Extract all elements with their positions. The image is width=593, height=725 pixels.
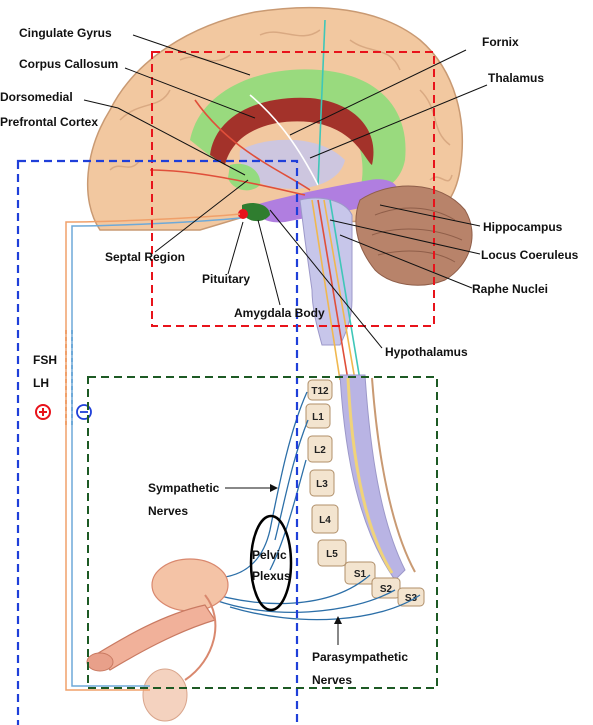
vertebra-label-s2: S2 bbox=[380, 584, 393, 595]
vertebra-l1 bbox=[305, 403, 331, 429]
label-cingulate-gyrus: Cingulate Gyrus bbox=[19, 26, 112, 40]
hormone-up-arrows bbox=[65, 330, 73, 425]
label-septal-region: Septal Region bbox=[105, 250, 185, 264]
vertebra-label-l3: L3 bbox=[316, 479, 328, 490]
label-hippocampus: Hippocampus bbox=[483, 220, 563, 234]
label-parasympathetic: Parasympathetic bbox=[312, 650, 408, 664]
label-sympathetic: Sympathetic bbox=[148, 481, 220, 495]
vertebra-t12 bbox=[307, 379, 333, 401]
label-plexus: Plexus bbox=[252, 569, 291, 583]
amygdala-shape bbox=[242, 203, 270, 222]
label-pointers bbox=[83, 34, 488, 645]
brain-illustration bbox=[86, 6, 473, 381]
vertebra-s1 bbox=[344, 561, 376, 585]
sympathetic-arrowhead bbox=[270, 484, 278, 492]
cingulate-gyrus bbox=[190, 69, 406, 192]
vertebra-label-t12: T12 bbox=[311, 386, 329, 397]
vertebra-label-l2: L2 bbox=[314, 445, 326, 456]
neural-pathways bbox=[149, 19, 361, 381]
label-hypothalamus: Hypothalamus bbox=[385, 345, 468, 359]
cerebellum bbox=[355, 185, 473, 286]
label-corpus-callosum: Corpus Callosum bbox=[19, 57, 118, 71]
label-parasympathetic-nerves: Nerves bbox=[312, 673, 352, 687]
label-sympathetic-nerves: Nerves bbox=[148, 504, 188, 518]
label-locus-coeruleus: Locus Coeruleus bbox=[481, 248, 579, 262]
vertebra-label-l5: L5 bbox=[326, 549, 338, 560]
label-lh: LH bbox=[33, 376, 49, 390]
label-pelvic: Pelvic bbox=[252, 548, 287, 562]
label-fsh: FSH bbox=[33, 353, 57, 367]
vertebra-label-l1: L1 bbox=[312, 412, 324, 423]
label-dorsomedial: Dorsomedial bbox=[0, 90, 73, 104]
spinal-region-box bbox=[87, 376, 438, 689]
vertebra-s3 bbox=[397, 587, 425, 607]
vertebra-l3 bbox=[309, 469, 335, 497]
pituitary-gland bbox=[238, 209, 248, 219]
autonomic-nerves bbox=[199, 391, 421, 621]
vertebra-l5 bbox=[317, 539, 347, 567]
label-raphe-nuclei: Raphe Nuclei bbox=[472, 282, 548, 296]
spinal-cord bbox=[339, 374, 406, 581]
stimulation-sign bbox=[35, 404, 51, 420]
penis bbox=[94, 604, 216, 671]
label-thalamus: Thalamus bbox=[488, 71, 544, 85]
glans bbox=[86, 652, 114, 672]
label-pituitary: Pituitary bbox=[202, 272, 250, 286]
testis bbox=[142, 668, 188, 722]
bladder bbox=[151, 558, 229, 612]
vertebra-l2 bbox=[307, 435, 333, 463]
hormone-pathway bbox=[65, 213, 241, 691]
vertebra-label-s1: S1 bbox=[354, 569, 367, 580]
parasympathetic-arrowhead bbox=[334, 616, 342, 624]
vertebra-label-s3: S3 bbox=[405, 593, 418, 604]
vertebra-label-l4: L4 bbox=[319, 515, 331, 526]
pelvic-organs bbox=[86, 558, 229, 722]
brainstem bbox=[299, 197, 353, 346]
vertebra-l4 bbox=[311, 504, 339, 534]
brain-region-box bbox=[151, 51, 435, 327]
label-fornix: Fornix bbox=[482, 35, 519, 49]
label-amygdala-body: Amygdala Body bbox=[234, 306, 325, 320]
label-prefrontal-cortex: Prefrontal Cortex bbox=[0, 115, 98, 129]
cord-yellow-edge bbox=[346, 377, 394, 574]
pelvic-plexus-oval bbox=[249, 514, 293, 612]
vas-deferens bbox=[184, 594, 217, 681]
hormone-axis-box bbox=[16, 159, 299, 725]
dura-line bbox=[371, 377, 416, 573]
